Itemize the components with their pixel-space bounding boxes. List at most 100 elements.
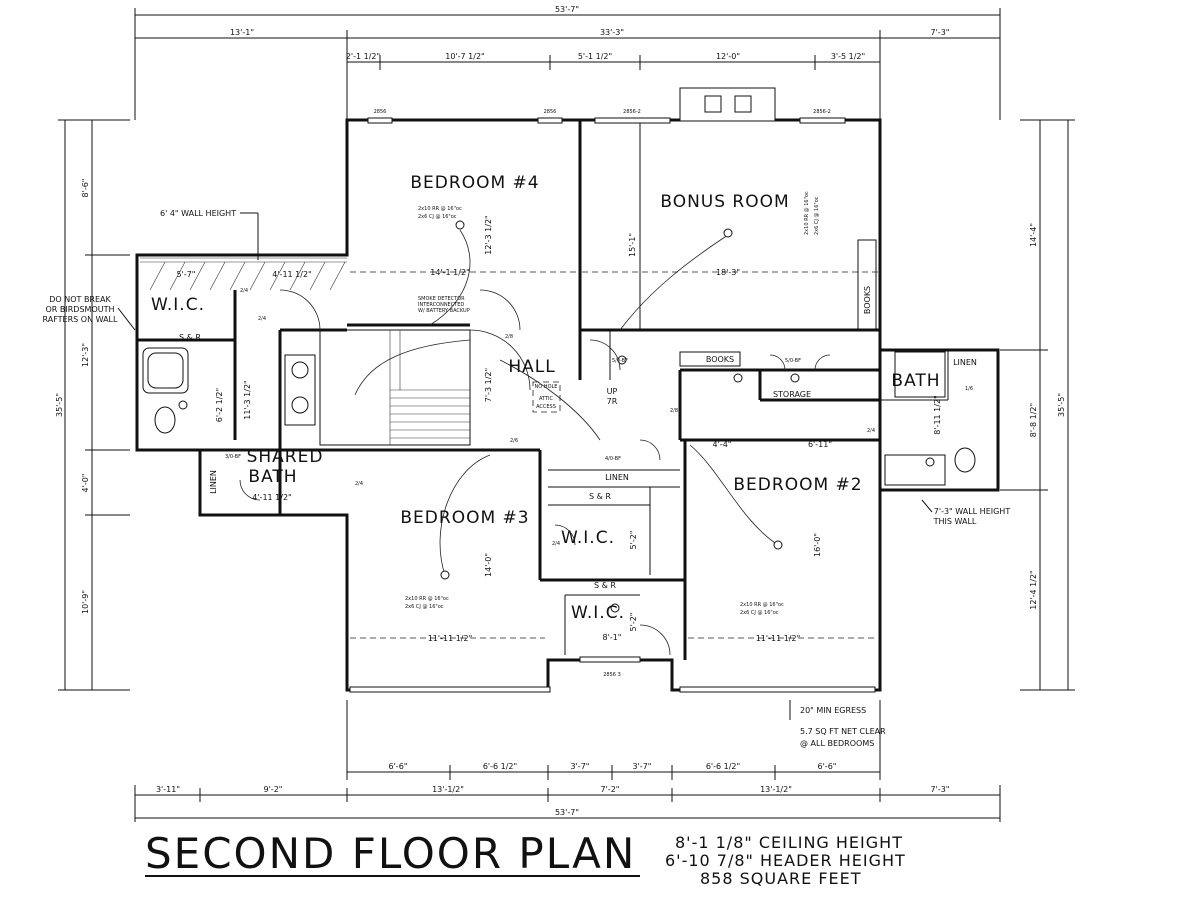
top-dim-b: 33'-3" [600,28,624,37]
notes: 6' 4" WALL HEIGHT DO NOT BREAK OR BIRDSM… [43,191,1011,748]
bed3-width: 11'-11 1/2" [428,634,473,643]
door-tag-13: 1/6 [965,386,973,392]
wic3-width: 8'-1" [603,633,622,642]
room-wic-1: W.I.C. [151,295,205,315]
right-dimensions: 14'-4" 8'-8 1/2" 12'-4 1/2" 35'-5" [1000,119,1075,691]
linen-closet-2: LINEN [605,473,629,482]
room-labels: BEDROOM #4 BONUS ROOM HALL BATH BEDROOM … [151,173,977,623]
linen-closet-3: LINEN [209,470,218,494]
room-wic-3: W.I.C. [571,603,625,623]
window-tags: 2856 2856 2856-2 2856-2 2856 3 2860-2 28… [349,109,876,694]
attic-note-1: NO HOLE [535,384,558,390]
door-tag-10: 5/0-BF [785,358,801,364]
door-tag-4: 2/6 [510,438,518,444]
room-shared-bath-line2: BATH [248,467,297,487]
door-tag-1: 2/4 [258,316,266,322]
wall73-note-2: THIS WALL [933,517,977,526]
door-tag-3: 2/8 [505,334,513,340]
sink-2 [291,396,309,414]
egress-note-2: 5.7 SQ FT NET CLEAR [800,727,886,736]
door-tag-9: 5/0-BF [612,358,628,364]
top-overall-dim: 53'-7" [555,5,579,14]
left-dimensions: 8'-6" 12'-3" 4'-0" 10'-9" 35'-5" [55,119,130,691]
top-seg-4: 12'-0" [716,52,740,61]
room-shared-bath-line1: SHARED [247,447,324,467]
room-hall: HALL [508,357,555,377]
wall-height-note: 6' 4" WALL HEIGHT [160,209,236,218]
wic2-height: 5'-2" [629,531,638,550]
bottom-seg-c2: 6'-6 1/2" [483,762,517,771]
top-dim-c: 7'-3" [931,28,950,37]
window-tag-5: 2856 3 [603,672,621,678]
hall-width: 4'-4" [713,440,732,449]
stair-riser-count: 7R [607,397,618,406]
rafter-note-bed3-b: 2x6 CJ @ 16"oc [405,604,444,610]
shared-bath-h: 6'-2 1/2" [215,388,224,422]
smoke-detector-1b: INTERCONNECTED [418,302,464,308]
smoke-detector-1c: W/ BATTERY BACKUP [418,308,470,314]
exterior-walls [135,87,1000,692]
window-tag-2: 2856 [544,109,557,115]
left-overall-dim: 35'-5" [55,393,64,417]
electrical-legs [178,220,935,613]
room-bedroom-2: BEDROOM #2 [733,475,862,495]
bottom-seg-b5: 13'-1/2" [760,785,792,794]
bed2-height: 16'-0" [813,533,822,557]
room-storage: STORAGE [773,390,811,399]
wic3-height: 5'-2" [629,613,638,632]
plan-title: SECOND FLOOR PLAN [145,829,636,878]
door-tags: 2/4 2/4 2/8 2/6 2/4 2/4 2/8 2/4 5/0-BF 5… [225,288,973,547]
left-dim-4: 10'-9" [81,590,90,614]
door-tag-5: 2/4 [355,481,363,487]
interior-walls [137,120,949,660]
attic-note-3: ACCESS [536,404,556,410]
no-break-note-2: OR BIRDSMOUTH [46,305,115,314]
bed2-top: 6'-11" [808,440,832,449]
hall-height: 7'-3 1/2" [484,368,493,402]
sink-1 [291,361,309,379]
door-tag-11: 4/0-BF [605,456,621,462]
rafter-note-bed2-b: 2x6 CJ @ 16"oc [740,610,779,616]
stair-up-label: UP [607,387,618,396]
door-tag-2: 2/4 [240,288,248,294]
right-dim-2: 8'-8 1/2" [1029,403,1038,437]
top-seg-1: 2'-1 1/2" [346,52,380,61]
window-tag-3: 2856-2 [623,109,641,115]
right-dim-1: 14'-4" [1029,223,1038,247]
right-overall-dim: 35'-5" [1057,393,1066,417]
knee-wall-hatch [140,257,347,291]
toilet [154,406,176,434]
bottom-seg-b2: 9'-2" [264,785,283,794]
bonus-height: 15'-1" [628,233,637,257]
door-tag-7: 2/8 [670,408,678,414]
top-seg-3: 5'-1 1/2" [578,52,612,61]
door-tag-8: 2/4 [867,428,875,434]
room-bedroom-3: BEDROOM #3 [400,508,529,528]
top-dimensions: 53'-7" 13'-1" 33'-3" 7'-3" 2'-1 1/2" 10'… [134,5,1001,350]
left-dim-1: 8'-6" [81,179,90,198]
attic-note-2: ATTIC [539,396,554,402]
left-dim-2: 12'-3" [81,343,90,367]
fixtures [142,347,976,486]
stair-treads [389,330,470,445]
bottom-seg-b3: 13'-1/2" [432,785,464,794]
square-feet: 858 SQUARE FEET [700,869,862,888]
room-bath: BATH [891,371,940,391]
shared-bath-h2: 11'-3 1/2" [243,380,252,419]
wic-width: 5'-7" [177,270,196,279]
right-dim-3: 12'-4 1/2" [1029,570,1038,609]
room-bonus: BONUS ROOM [660,192,789,212]
shared-bath-width: 4'-11 1/2" [252,493,291,502]
ceiling-height: 8'-1 1/8" CEILING HEIGHT [675,833,903,852]
door-tag-12: 3/0-BF [225,454,241,460]
room-wic-2: W.I.C. [561,528,615,548]
books-shelf-1: BOOKS [706,355,734,364]
bottom-overall-dim: 53'-7" [555,808,579,817]
wall73-note-1: 7'-3" WALL HEIGHT [934,507,1011,516]
left-dim-3: 4'-0" [81,474,90,493]
egress-note-3: @ ALL BEDROOMS [800,739,874,748]
top-dim-a: 13'-1" [230,28,254,37]
smoke-detector-1: SMOKE DETECTOR [418,296,465,302]
window-tag-1: 2856 [374,109,387,115]
title-block: SECOND FLOOR PLAN 8'-1 1/8" CEILING HEIG… [145,829,905,888]
